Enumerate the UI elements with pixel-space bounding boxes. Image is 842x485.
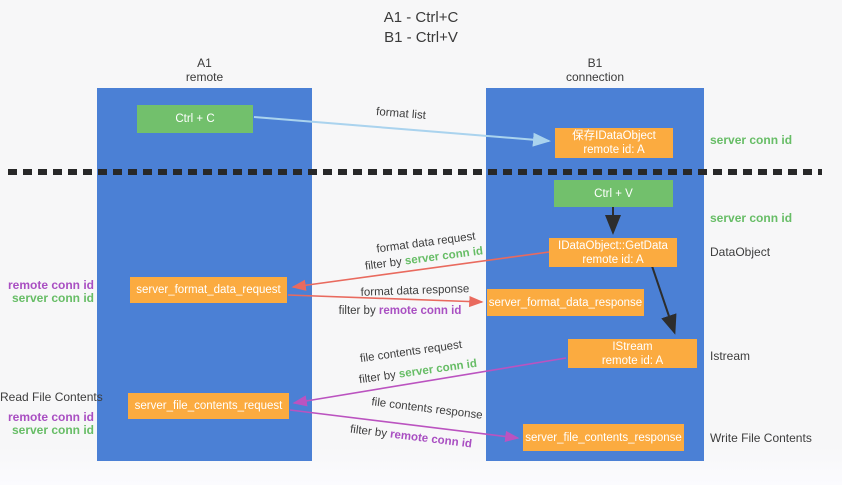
filter-by-text: filter by (364, 255, 403, 273)
diagram-title: A1 - Ctrl+C B1 - Ctrl+V (0, 8, 842, 48)
server-file-contents-response-label: server_file_contents_response (525, 431, 682, 444)
save-idataobject-box: 保存IDataObject remote id: A (555, 128, 673, 158)
file-contents-response-filter-label: filter by remote conn id (349, 424, 472, 451)
save-idataobject-remote-id: remote id: A (583, 144, 645, 156)
left-remote-conn-id-2: remote conn id (7, 410, 94, 424)
ctrl-v-label: Ctrl + V (594, 187, 633, 200)
title-line-2: B1 - Ctrl+V (384, 29, 458, 46)
getdata-remote-id: remote id: A (582, 253, 644, 266)
left-server-conn-id-1: server conn id (11, 291, 94, 305)
left-server-conn-id-2: server conn id (11, 423, 94, 437)
idataobject-getdata-box: IDataObject::GetData remote id: A (549, 238, 677, 267)
server-conn-id-text: server conn id (398, 357, 478, 381)
file-contents-response-label: file contents response (370, 396, 484, 422)
istream-box: IStream remote id: A (568, 339, 697, 368)
filter-by-text: filter by (338, 305, 376, 317)
format-data-response-label: format data response (360, 283, 470, 299)
dotted-divider-line (8, 169, 822, 175)
right-column-name: B1 (587, 56, 603, 70)
ctrl-c-label: Ctrl + C (175, 113, 215, 125)
left-column-name: A1 (197, 56, 212, 70)
dataobject-label: DataObject (710, 245, 771, 259)
right-column-subtitle: connection (565, 70, 625, 84)
remote-conn-id-text: remote conn id (389, 428, 473, 451)
right-column-header: B1 connection (486, 56, 704, 84)
left-column-header: A1 remote (97, 56, 312, 84)
format-data-response-filter-label: filter by remote conn id (339, 305, 462, 317)
save-idataobject-title: 保存IDataObject (572, 130, 656, 142)
server-format-data-response-label: server_format_data_response (488, 296, 643, 309)
istream-side-label: Istream (710, 349, 751, 363)
server-file-contents-request-box: server_file_contents_request (128, 393, 289, 419)
getdata-title: IDataObject::GetData (558, 239, 668, 252)
server-format-data-request-box: server_format_data_request (130, 277, 287, 303)
server-file-contents-response-box: server_file_contents_response (523, 424, 684, 451)
istream-title: IStream (612, 340, 653, 353)
title-line-1: A1 - Ctrl+C (383, 9, 459, 26)
server-file-contents-request-label: server_file_contents_request (134, 400, 283, 412)
right-server-conn-id-top: server conn id (710, 133, 793, 147)
filter-by-text: filter by (358, 369, 397, 387)
server-format-data-request-label: server_format_data_request (136, 284, 281, 296)
left-remote-conn-id-1: remote conn id (7, 278, 94, 292)
ctrl-v-box: Ctrl + V (554, 180, 673, 207)
istream-remote-id: remote id: A (601, 354, 664, 367)
server-format-data-response-box: server_format_data_response (487, 289, 644, 316)
format-list-label: format list (375, 106, 427, 122)
remote-conn-id-text: remote conn id (378, 305, 462, 317)
filter-by-text: filter by (349, 423, 388, 440)
left-column-subtitle: remote (185, 70, 224, 84)
ctrl-c-box: Ctrl + C (137, 105, 253, 133)
read-file-contents-label: Read File Contents (0, 390, 103, 404)
write-file-contents-label: Write File Contents (710, 431, 812, 445)
right-server-conn-id-mid: server conn id (710, 211, 793, 225)
